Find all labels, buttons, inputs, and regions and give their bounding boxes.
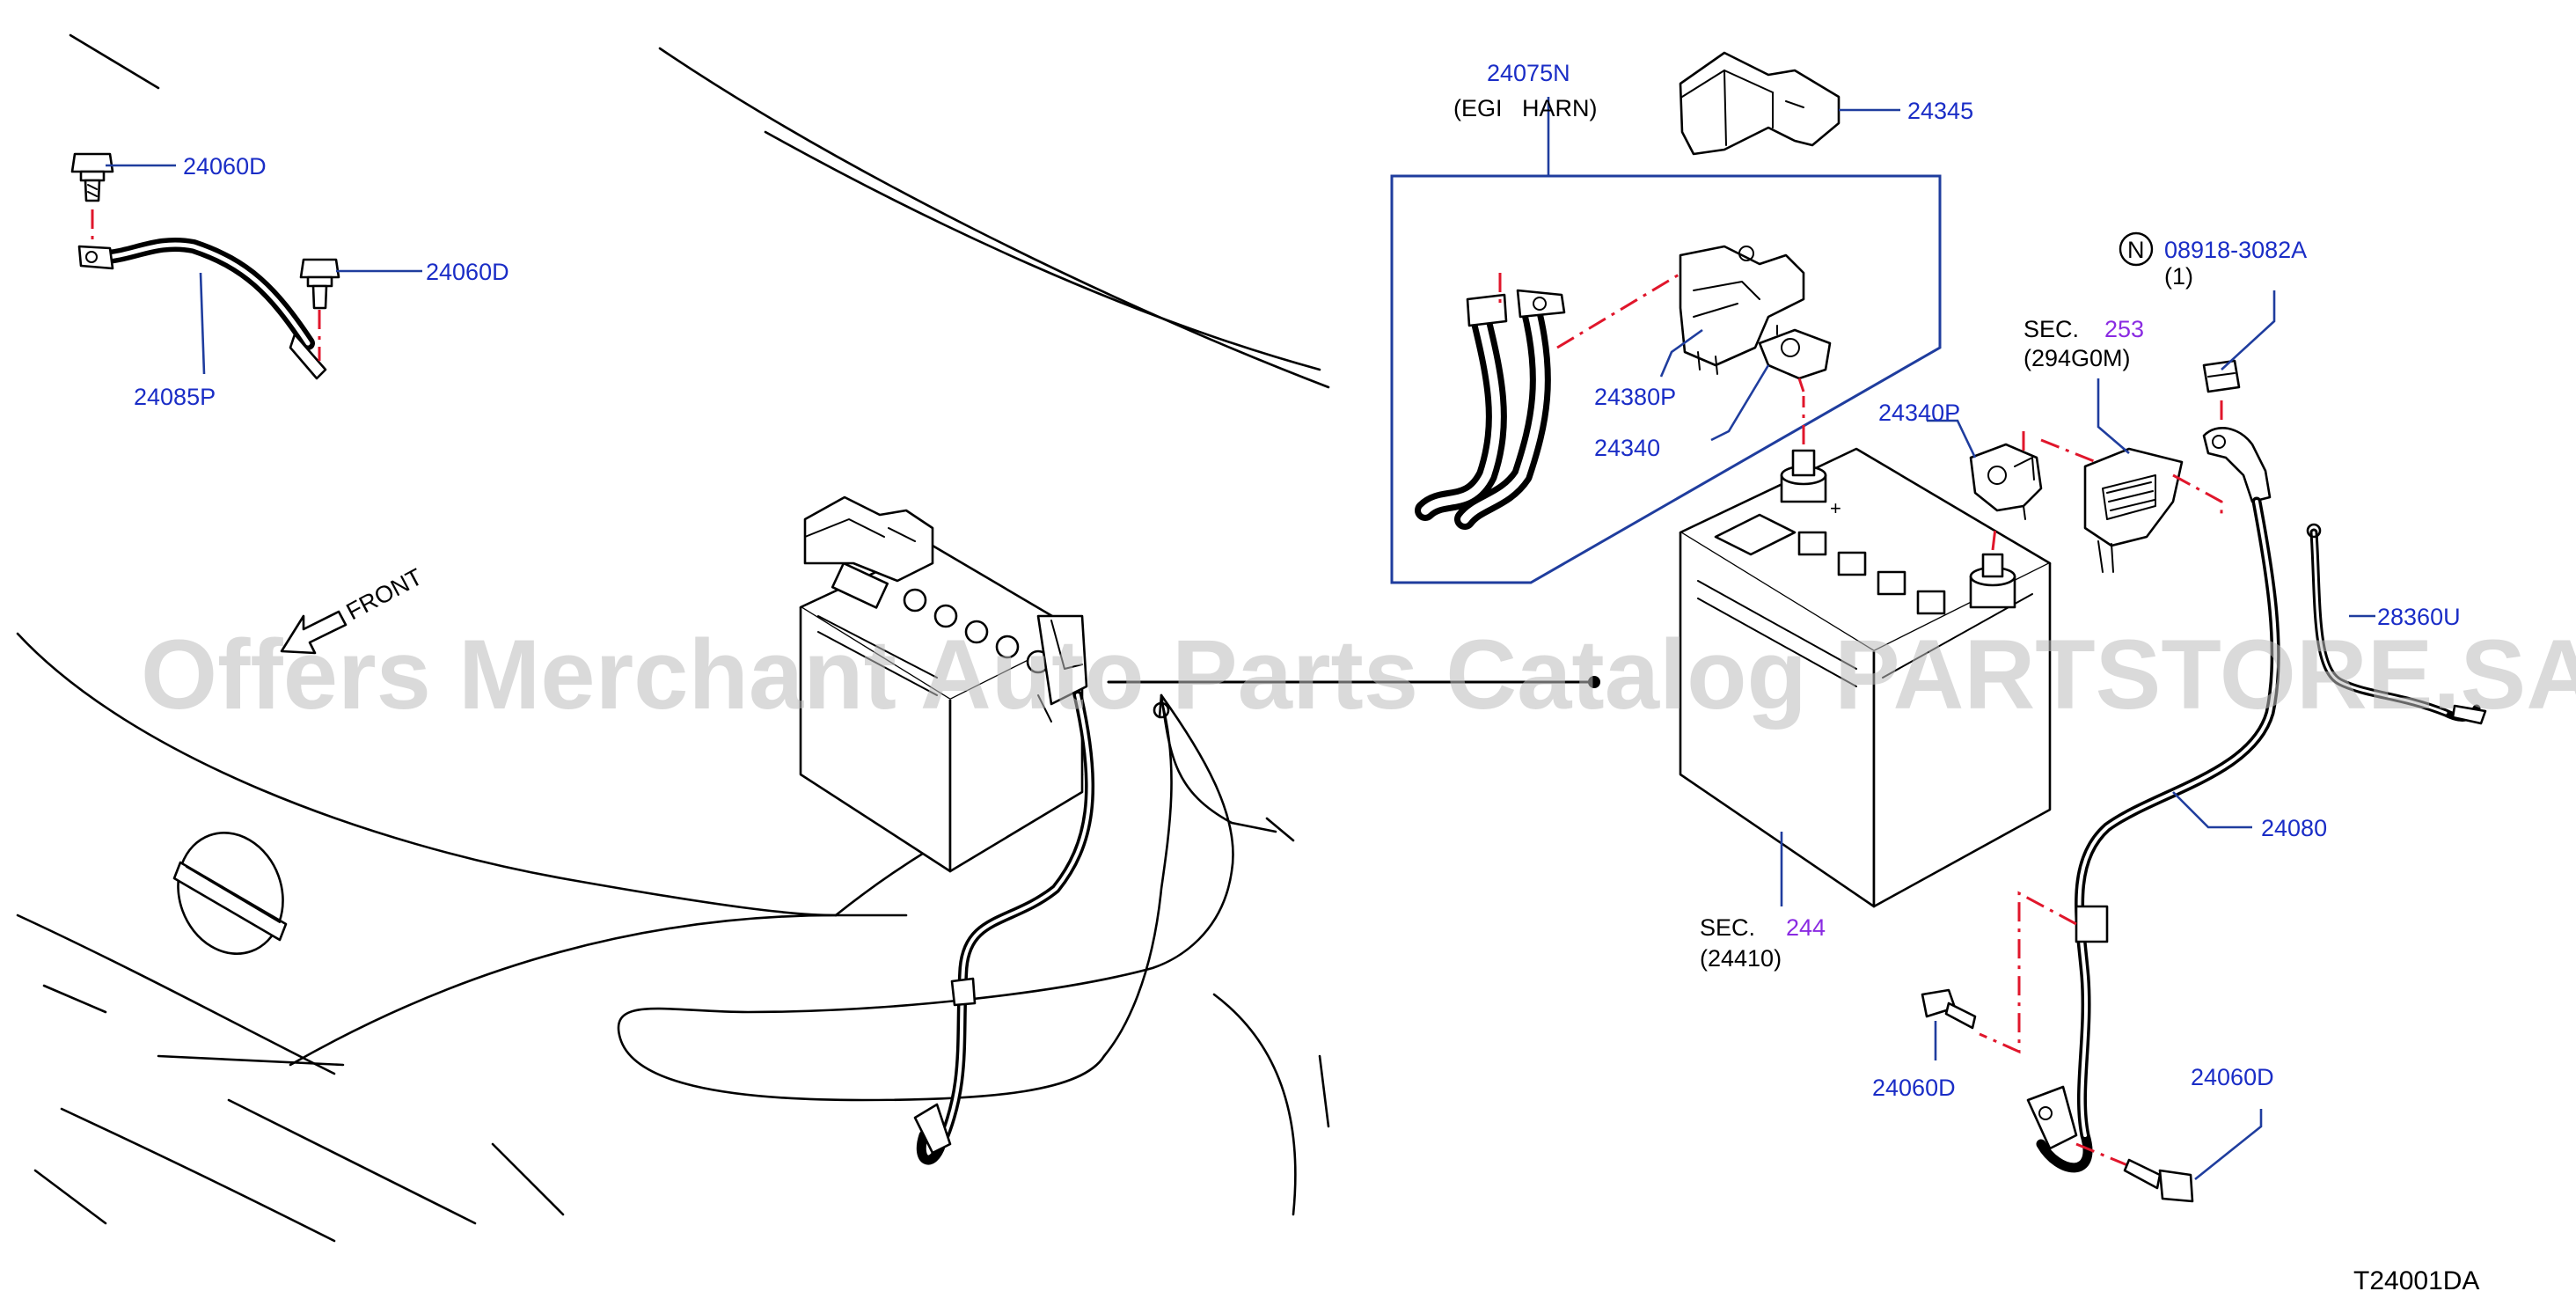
label-cable-28360: 28360U [2377,604,2461,630]
label-terminal-inset-b: 24340 [1594,435,1660,461]
installed-battery-cable [913,690,1095,1165]
label-sec-253-code: (294G0M) [2023,345,2131,371]
bolt-bottom-right [2123,1158,2194,1203]
label-strap-top-left: 24085P [134,384,216,410]
cable-28360u [2306,523,2487,725]
label-nut-symbol: N [2127,237,2145,263]
harness-detail-inset [1390,174,1942,584]
label-bolt-bottom-right: 24060D [2191,1064,2274,1090]
diagram-code: T24001DA [2353,1266,2479,1295]
installed-battery [799,495,1088,873]
label-sec-244-code: (24410) [1700,945,1782,972]
terminal-cover-24345 [1679,51,1841,156]
nut-and-bracket [2202,359,2272,503]
label-sec-244-num: 244 [1786,914,1826,941]
front-label: FRONT [342,563,427,625]
nut-symbol-circle [2119,231,2154,267]
callout-labels: 24060D 24060D 24085P 24075N (EGI HARN) 2… [134,60,2461,1101]
bolt-bottom-left [1921,988,1977,1030]
label-terminal-inset-a: 24380P [1594,384,1676,410]
label-nut-part: 08918-3082A [2164,237,2307,263]
label-nut-qty: (1) [2164,263,2193,290]
sensor-294g0m [2083,447,2223,573]
vehicle-emblem [172,831,288,956]
watermark-text: Offers Merchant Auto Parts Catalog PARTS… [141,620,2576,730]
label-terminal-right: 24340P [1878,400,1960,426]
label-sec-244-prefix: SEC. [1700,914,1755,941]
label-cover: 24345 [1907,98,1973,124]
label-cable-24080: 24080 [2261,815,2327,841]
leader-lines [106,97,2375,1181]
label-sec-253-num: 253 [2104,316,2144,342]
label-bolt-top-left: 24060D [183,153,267,180]
label-sec-253-prefix: SEC. [2023,316,2079,342]
label-bolt-top-mid: 24060D [426,259,509,285]
label-harness-part: 24075N [1487,60,1570,86]
label-harness-desc: (EGI HARN) [1453,95,1598,121]
svg-text:+: + [1830,497,1841,519]
body-harness-loop [617,693,1295,1102]
detail-connector-line [1107,676,1600,688]
ground-strap-24085p [70,152,340,380]
main-battery: + [1679,396,2052,908]
label-bolt-bottom-left: 24060D [1872,1075,1956,1101]
cable-24080 [1979,496,2280,1177]
